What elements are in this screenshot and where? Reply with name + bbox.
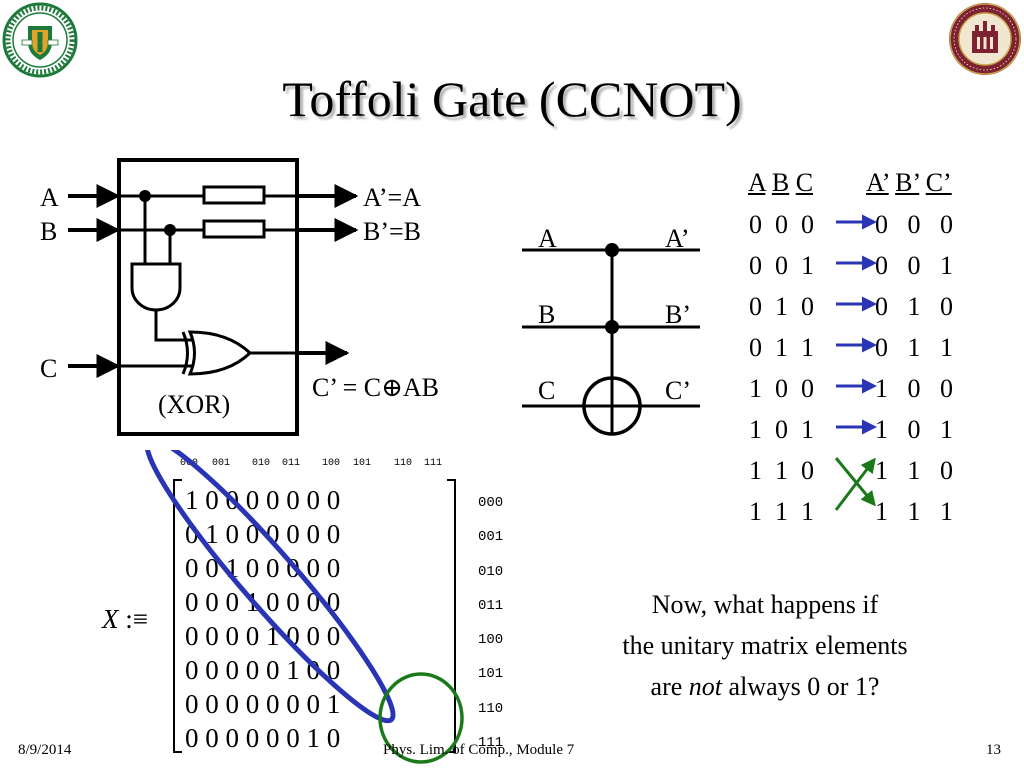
matrix-row: 0 0 0 0 0 0 1 0 (185, 723, 341, 753)
circuit-label-c-prime: C’ (665, 376, 691, 405)
question-are: are (650, 672, 683, 701)
schematic-input-a: A (40, 183, 59, 212)
matrix-row: 0 1 0 0 0 0 0 0 (185, 519, 341, 549)
tt-in-row: 1 1 1 (749, 497, 814, 526)
b-buffer (202, 219, 266, 239)
toffoli-circuit-symbol (522, 243, 700, 436)
matrix-symbol-x: X (102, 604, 119, 634)
fsu-seal-logo (949, 3, 1021, 75)
matrix-col-label: 110 (394, 458, 413, 469)
footer-date: 8/9/2014 (18, 742, 72, 758)
header-c: C (795, 168, 814, 197)
matrix-row: 0 0 0 1 0 0 0 0 (185, 587, 341, 617)
page-number: 13 (986, 742, 1001, 758)
matrix-row-label: 100 (478, 632, 504, 648)
header-b-prime: B’ (895, 168, 920, 197)
question-not: not (688, 672, 723, 701)
famu-seal-logo (2, 2, 78, 78)
gate-box (117, 158, 299, 436)
and-gate (130, 262, 182, 312)
matrix-col-label: 011 (282, 458, 301, 469)
identity-arrows (836, 214, 877, 435)
matrix-brackets (173, 479, 456, 753)
xor-label: (XOR) (158, 390, 231, 419)
matrix-col-label: 010 (252, 458, 271, 469)
control-dot-b (605, 320, 619, 334)
slide-title: Toffoli Gate (CCNOT) (282, 71, 742, 127)
header-c-prime: C’ (925, 168, 952, 197)
truth-table-arrows (834, 214, 877, 511)
target-xor (582, 376, 642, 436)
tt-out-row: 1 1 1 (875, 497, 953, 526)
header-a: A (748, 168, 766, 197)
tt-in-row: 0 0 0 (749, 210, 814, 239)
swap-cross (834, 457, 876, 511)
tt-out-row: 0 1 0 (875, 292, 953, 321)
matrix-col-label: 101 (353, 458, 372, 469)
matrix-row-label: 110 (478, 701, 504, 717)
header-b: B (771, 168, 790, 197)
matrix-row-label: 111 (478, 735, 504, 751)
schematic-input-b: B (40, 217, 58, 246)
matrix-row-label: 010 (478, 564, 504, 580)
tt-out-row: 0 0 1 (875, 251, 953, 280)
tt-out-row: 0 1 1 (875, 333, 953, 362)
tt-out-row: 0 0 0 (875, 210, 953, 239)
matrix-row: 0 0 1 0 0 0 0 0 (185, 553, 341, 583)
question-line-1: Now, what happens if (651, 590, 879, 619)
matrix-row-label: 011 (478, 598, 504, 614)
matrix-col-label: 001 (212, 458, 231, 469)
xor-gate (187, 330, 253, 376)
schematic-output-a: A’=A (363, 183, 421, 212)
tt-in-row: 1 0 0 (749, 374, 814, 403)
tt-in-row: 1 0 1 (749, 415, 814, 444)
matrix-row: 0 0 0 0 0 0 0 1 (185, 689, 341, 719)
matrix-row-label: 101 (478, 666, 504, 682)
truth-table-header-out: A’ B’ C’ (866, 170, 952, 196)
tt-in-row: 1 1 0 (749, 456, 814, 485)
tt-out-row: 1 0 1 (875, 415, 953, 444)
matrix-definition: :≡ (125, 604, 148, 634)
tt-out-row: 1 0 0 (875, 374, 953, 403)
circuit-label-b: B (538, 300, 556, 329)
header-a-prime: A’ (866, 168, 889, 197)
schematic-output-c: C’ = C⊕AB (312, 373, 439, 402)
matrix-row: 0 0 0 0 0 1 0 0 (185, 655, 341, 685)
question-text: Now, what happens if the unitary matrix … (560, 584, 970, 707)
control-dot-a (605, 243, 619, 257)
footer-course: Phys. Lim. of Comp., Module 7 (383, 742, 575, 758)
diagonal-highlight-ellipse (144, 450, 396, 724)
question-rest: always 0 or 1? (728, 672, 880, 701)
truth-table-header: A B C (748, 170, 813, 196)
matrix-row-label: 000 (478, 495, 504, 511)
circuit-label-b-prime: B’ (665, 300, 691, 329)
matrix-col-label: 100 (322, 458, 341, 469)
question-line-2: the unitary matrix elements (622, 631, 908, 660)
swap-highlight-circle (378, 672, 464, 764)
toffoli-gate-schematic (68, 158, 359, 436)
tt-out-row: 1 1 0 (875, 456, 953, 485)
tt-in-row: 0 1 0 (749, 292, 814, 321)
tt-in-row: 0 0 1 (749, 251, 814, 280)
matrix-row: 0 0 0 0 1 0 0 0 (185, 621, 341, 651)
matrix-col-label: 111 (424, 458, 443, 469)
matrix-symbol: X :≡ (102, 606, 148, 633)
schematic-output-b: B’=B (363, 217, 422, 246)
matrix-highlights (144, 450, 464, 764)
circuit-label-a-prime: A’ (665, 224, 690, 253)
circuit-label-c: C (538, 376, 556, 405)
question-line-3: are not always 0 or 1? (560, 666, 970, 707)
schematic-input-c: C (40, 354, 58, 383)
circuit-label-a: A (538, 224, 557, 253)
a-buffer (202, 185, 266, 205)
matrix-row-label: 001 (478, 529, 504, 545)
tt-in-row: 0 1 1 (749, 333, 814, 362)
